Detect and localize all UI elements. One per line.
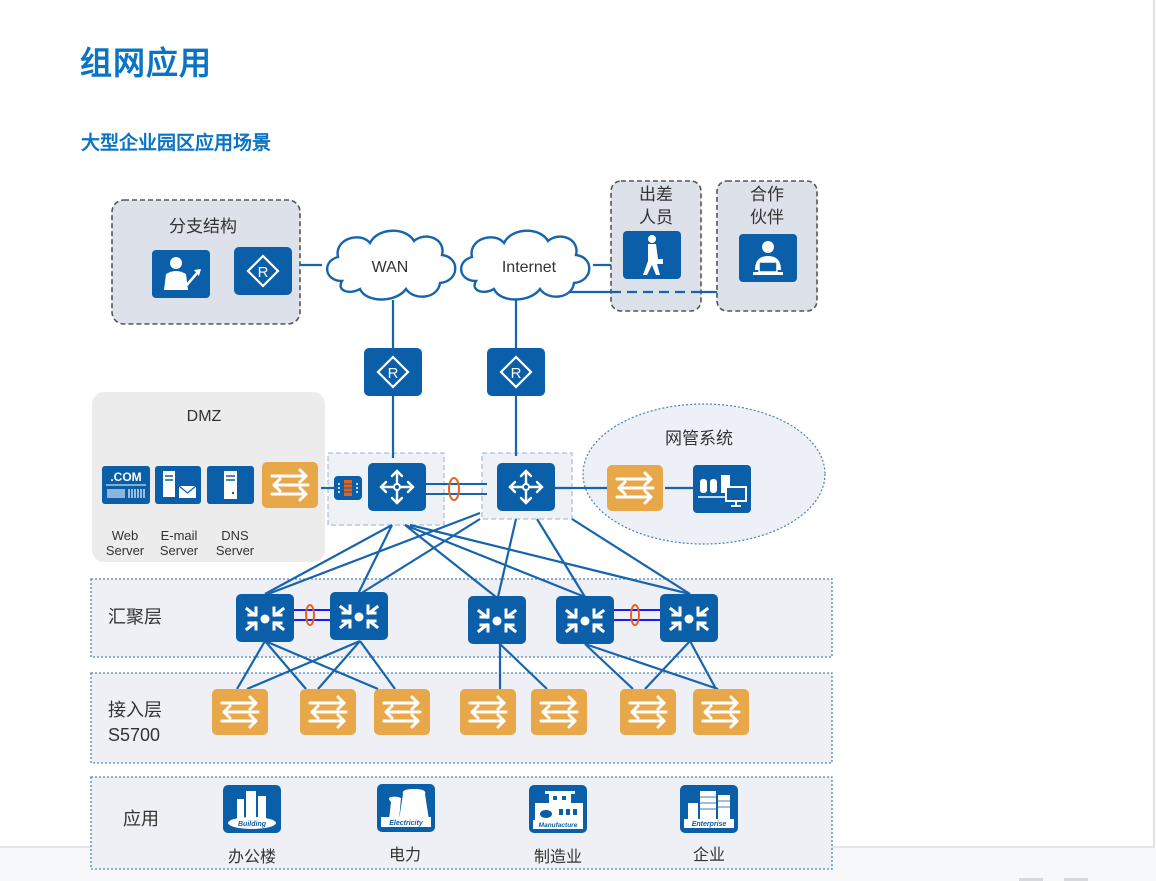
core-switch-2-icon	[495, 461, 557, 513]
application-layer-label: 应用	[123, 809, 159, 829]
access-switch-icon	[691, 687, 751, 737]
dmz-label: DMZ	[187, 408, 222, 425]
power-plant-icon: Electricity	[377, 784, 435, 832]
aggregation-switch-icon	[554, 594, 616, 646]
partner-icon	[739, 234, 797, 282]
manufacturing-badge: Manufacture	[539, 822, 578, 829]
access-switch-icon	[529, 687, 589, 737]
power-label: 电力	[389, 846, 421, 864]
aggregation-switch-icon	[328, 590, 390, 642]
access-switch-icon	[298, 687, 358, 737]
core-switch-1-icon	[366, 461, 428, 513]
access-switch-icon	[372, 687, 432, 737]
traveler-label-line2: 人员	[639, 208, 673, 227]
nms-label: 网管系统	[665, 429, 733, 448]
access-layer-label: 接入层	[108, 700, 162, 720]
wan-router-icon	[362, 346, 424, 398]
scroll-indicator	[1019, 878, 1043, 881]
dns-server-label-line1: DNS	[221, 528, 249, 543]
email-server-label-line1: E-mail	[161, 528, 198, 543]
manufacturing-icon: Manufacture	[529, 785, 587, 833]
agg-stack-link-1	[294, 604, 331, 626]
wan-cloud: WAN	[325, 229, 457, 301]
internet-cloud: Internet	[459, 229, 591, 301]
access-switch-icon	[458, 687, 518, 737]
dns-server-icon	[207, 466, 254, 504]
aggregation-layer-band	[90, 578, 833, 658]
power-badge: Electricity	[389, 820, 424, 827]
web-server-label-line1: Web	[112, 528, 139, 543]
page-title: 组网应用	[80, 44, 213, 82]
web-server-icon: .COM	[102, 466, 150, 504]
manager-icon	[152, 250, 210, 298]
enterprise-icon: Enterprise	[680, 785, 738, 833]
com-badge: .COM	[110, 470, 141, 484]
aggregation-access-mesh	[236, 639, 719, 691]
wan-cloud-label: WAN	[372, 259, 409, 276]
firewall-icon	[334, 476, 362, 500]
dmz-switch-icon	[260, 460, 320, 510]
section-title: 大型企业园区应用场景	[81, 132, 272, 154]
traveler-icon	[623, 231, 681, 279]
manufacturing-label: 制造业	[534, 848, 582, 866]
office-badge: Building	[238, 821, 267, 828]
access-switch-icon	[210, 687, 270, 737]
access-switch-icon	[618, 687, 678, 737]
aggregation-switch-icon	[234, 592, 296, 644]
enterprise-badge: Enterprise	[692, 821, 727, 828]
aggregation-switch-icon	[658, 592, 720, 644]
nms-switch-icon	[605, 463, 665, 513]
aggregation-switch-icon	[466, 594, 528, 646]
aggregation-layer-label: 汇聚层	[108, 607, 162, 627]
core-aggregation-mesh	[264, 511, 691, 599]
links	[236, 263, 719, 691]
scroll-indicator	[1064, 878, 1088, 881]
email-server-label-line2: Server	[160, 543, 199, 558]
office-building-icon: Building	[223, 785, 281, 833]
partner-label-line1: 合作	[750, 185, 784, 204]
web-server-label-line2: Server	[106, 543, 145, 558]
enterprise-label: 企业	[693, 846, 725, 864]
branch-label: 分支结构	[169, 217, 237, 236]
branch-router-icon	[232, 245, 294, 297]
access-layer-model: S5700	[108, 725, 160, 745]
email-server-icon	[155, 466, 201, 504]
core-stack-link	[425, 477, 487, 501]
office-label: 办公楼	[228, 848, 276, 866]
agg-stack-link-2	[614, 604, 661, 626]
nms-server-icon	[693, 465, 751, 513]
internet-cloud-label: Internet	[502, 259, 557, 276]
stack-links	[294, 477, 661, 626]
partner-label-line2: 伙伴	[750, 208, 784, 227]
dns-server-label-line2: Server	[216, 543, 255, 558]
internet-router-icon	[485, 346, 547, 398]
traveler-label-line1: 出差	[639, 185, 673, 204]
